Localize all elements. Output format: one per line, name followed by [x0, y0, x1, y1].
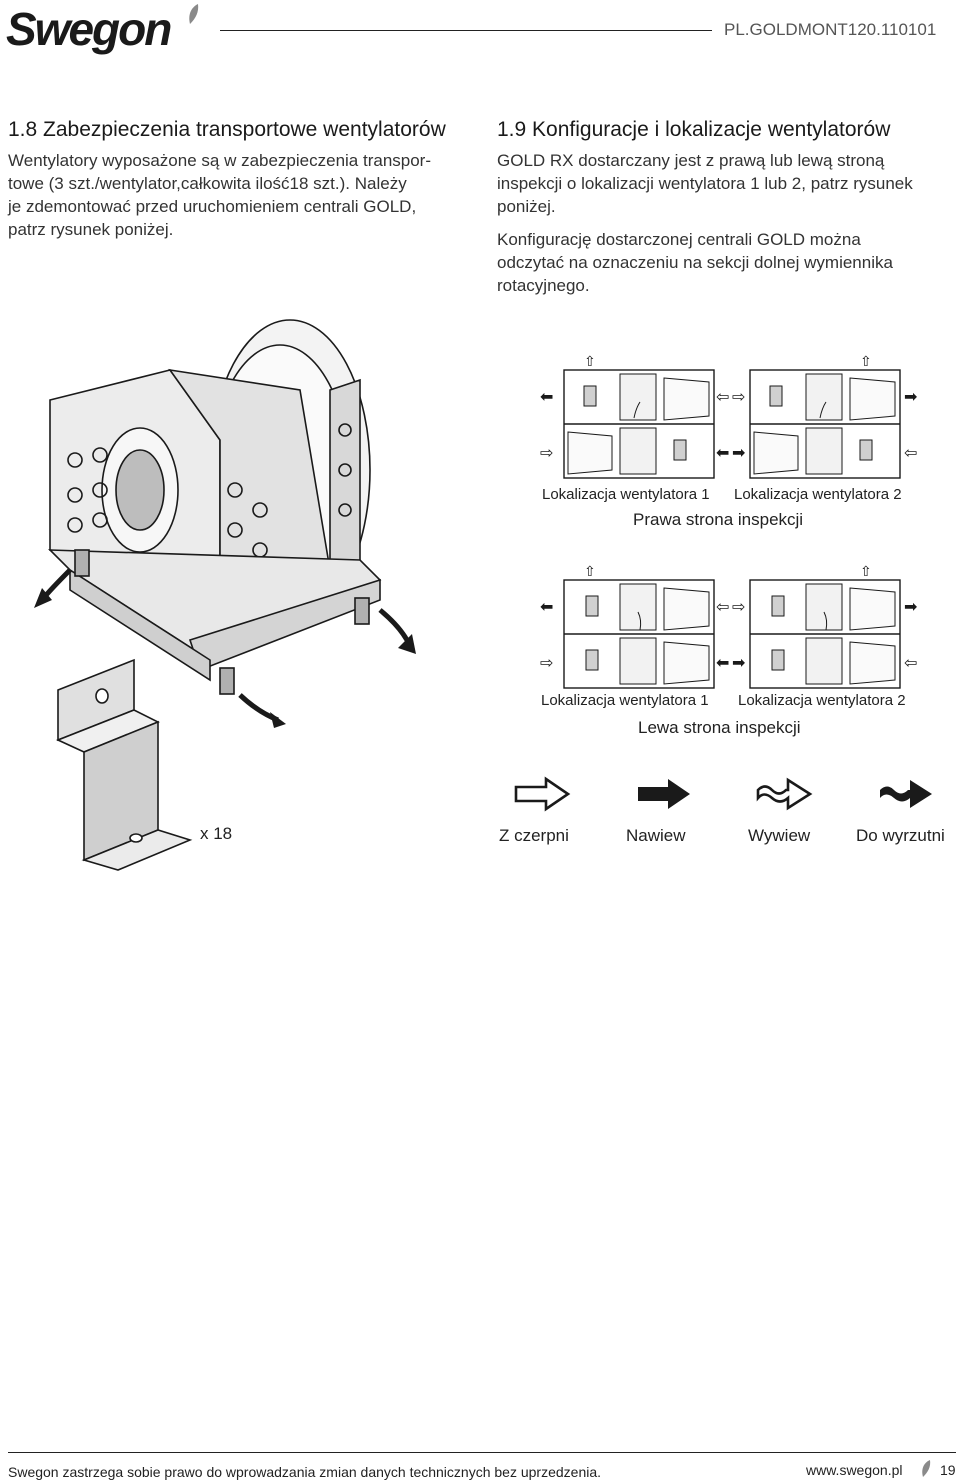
section-1-9-line: poniżej. — [497, 197, 556, 216]
section-1-8-line: je zdemontować przed uruchomieniem centr… — [8, 197, 417, 216]
svg-text:⇨: ⇨ — [540, 443, 553, 462]
page-number: 19 — [940, 1462, 956, 1478]
svg-text:➡: ➡ — [732, 443, 745, 462]
footer-website-link[interactable]: www.swegon.pl — [806, 1462, 903, 1478]
section-1-9-line: GOLD RX dostarczany jest z prawą lub lew… — [497, 151, 885, 170]
section-1-9-line: rotacyjnego. — [497, 276, 590, 295]
svg-text:➡: ➡ — [904, 387, 917, 406]
svg-text:⇧: ⇧ — [860, 354, 872, 370]
svg-text:⇧: ⇧ — [584, 354, 596, 370]
svg-text:⇦: ⇦ — [904, 653, 917, 672]
legend-label-extract-air: Wywiew — [748, 826, 811, 845]
right-fan-location-2-label: Lokalizacja wentylatora 2 — [734, 486, 902, 503]
svg-text:➡: ➡ — [904, 597, 917, 616]
fan-transport-illustration — [34, 319, 416, 728]
svg-text:⬅: ⬅ — [716, 653, 729, 672]
right-inspection-title: Prawa strona inspekcji — [633, 510, 804, 529]
exhaust-air-arrow-icon — [880, 780, 932, 808]
svg-text:⇨: ⇨ — [732, 387, 745, 406]
section-1-8-line: patrz rysunek poniżej. — [8, 220, 174, 239]
bracket-quantity: x 18 — [200, 824, 233, 843]
section-1-9-body: GOLD RX dostarczany jest z prawą lub lew… — [497, 149, 957, 297]
left-inspection-title: Lewa strona inspekcji — [638, 718, 801, 737]
section-1-8-body: Wentylatory wyposażone są w zabezpieczen… — [8, 149, 478, 241]
right-inspection-diagram: ⇧ ⇧ ⬅ ⇨ ⇦ ⬅ ⇨ ➡ ➡ ⇦ — [540, 354, 917, 479]
svg-text:⇦: ⇦ — [904, 443, 917, 462]
document-code: PL.GOLDMONT120.110101 — [724, 20, 937, 39]
legend-label-outdoor-air: Z czerpni — [499, 826, 569, 845]
left-fan-location-1-label: Lokalizacja wentylatora 1 — [541, 692, 709, 709]
svg-text:➡: ➡ — [732, 653, 745, 672]
section-1-8-title: 1.8 Zabezpieczenia transportowe wentylat… — [8, 118, 446, 141]
svg-text:⇦: ⇦ — [716, 387, 729, 406]
swegon-logo: Swegon — [6, 3, 172, 55]
left-inspection-diagram: ⇧ ⇧ ⬅ ⇨ ⇦ ⬅ ⇨ ➡ ➡ ⇦ — [540, 564, 917, 689]
extract-air-arrow-icon — [756, 777, 813, 811]
footer-leaf-icon — [922, 1460, 931, 1477]
svg-text:⬅: ⬅ — [540, 597, 553, 616]
outdoor-air-arrow-icon — [514, 776, 571, 812]
section-1-8-line: Wentylatory wyposażone są w zabezpieczen… — [8, 151, 432, 170]
left-fan-location-2-label: Lokalizacja wentylatora 2 — [738, 692, 906, 709]
transport-bracket-drawing — [55, 658, 193, 871]
header-rule — [220, 30, 712, 31]
svg-text:⇨: ⇨ — [732, 597, 745, 616]
svg-text:⬅: ⬅ — [716, 443, 729, 462]
svg-text:⇨: ⇨ — [540, 653, 553, 672]
svg-text:⇧: ⇧ — [584, 564, 596, 580]
section-1-9-line: odczytać na oznaczeniu na sekcji dolnej … — [497, 253, 893, 272]
section-1-9-line: inspekcji o lokalizacji wentylatora 1 lu… — [497, 174, 913, 193]
section-1-8-line: towe (3 szt./wentylator,całkowita ilość1… — [8, 174, 407, 193]
svg-text:⬅: ⬅ — [540, 387, 553, 406]
logo-leaf-icon — [189, 4, 199, 24]
legend-label-exhaust-air: Do wyrzutni — [856, 826, 945, 845]
section-1-9-line: Konfigurację dostarczonej centrali GOLD … — [497, 230, 861, 249]
svg-text:⇧: ⇧ — [860, 564, 872, 580]
section-1-9-title: 1.9 Konfiguracje i lokalizacje wentylato… — [497, 118, 891, 141]
footer-disclaimer: Swegon zastrzega sobie prawo do wprowadz… — [8, 1464, 602, 1480]
footer-rule — [8, 1452, 956, 1453]
legend-label-supply-air: Nawiew — [626, 826, 686, 845]
svg-text:⇦: ⇦ — [716, 597, 729, 616]
supply-air-arrow-icon — [638, 779, 690, 809]
right-fan-location-1-label: Lokalizacja wentylatora 1 — [542, 486, 710, 503]
